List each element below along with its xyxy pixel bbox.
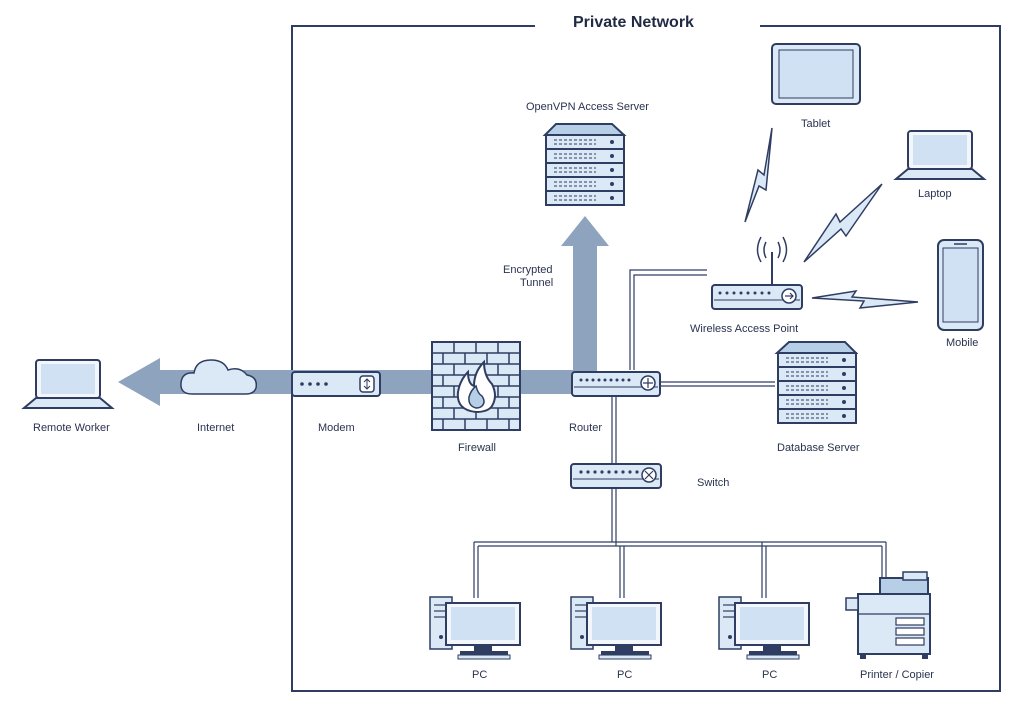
pc-1-label: PC	[472, 669, 488, 681]
tunnel-label-line1: Encrypted	[503, 264, 553, 276]
internet-cloud-icon	[180, 359, 258, 395]
router-label: Router	[569, 422, 603, 434]
laptop-label: Laptop	[918, 188, 952, 200]
private-network-boundary	[291, 25, 1001, 692]
wireless-access-point-icon	[711, 236, 803, 310]
tablet-icon	[771, 43, 861, 105]
pc-2-icon	[570, 596, 662, 660]
network-cables	[473, 269, 887, 598]
pc-3-icon	[718, 596, 810, 660]
tablet-label: Tablet	[801, 118, 831, 130]
remote-worker-label: Remote Worker	[33, 422, 110, 434]
vpn-server-label: OpenVPN Access Server	[526, 101, 649, 113]
mobile-label: Mobile	[946, 337, 979, 349]
vpn-server-icon	[542, 123, 627, 206]
wap-label: Wireless Access Point	[690, 323, 799, 335]
encrypted-tunnel-arrow	[561, 216, 609, 385]
wireless-signal-icons	[744, 127, 919, 309]
printer-copier-icon	[845, 571, 931, 659]
tunnel-label-line2: Tunnel	[520, 277, 554, 289]
database-server-icon	[774, 341, 859, 424]
internet-label: Internet	[197, 422, 235, 434]
pc-3-label: PC	[762, 669, 778, 681]
laptop-icon	[895, 130, 985, 180]
firewall-icon	[431, 341, 521, 431]
database-label: Database Server	[777, 442, 860, 454]
remote-worker-laptop-icon	[23, 359, 113, 409]
pc-2-label: PC	[617, 669, 633, 681]
router-icon	[571, 371, 661, 397]
firewall-label: Firewall	[458, 442, 496, 454]
printer-label: Printer / Copier	[860, 669, 934, 681]
modem-label: Modem	[318, 422, 355, 434]
pc-1-icon	[429, 596, 521, 660]
mobile-icon	[937, 239, 984, 331]
modem-icon	[291, 371, 381, 397]
switch-icon	[570, 463, 662, 489]
diagram-title: Private Network	[557, 14, 710, 32]
switch-label: Switch	[697, 477, 730, 489]
